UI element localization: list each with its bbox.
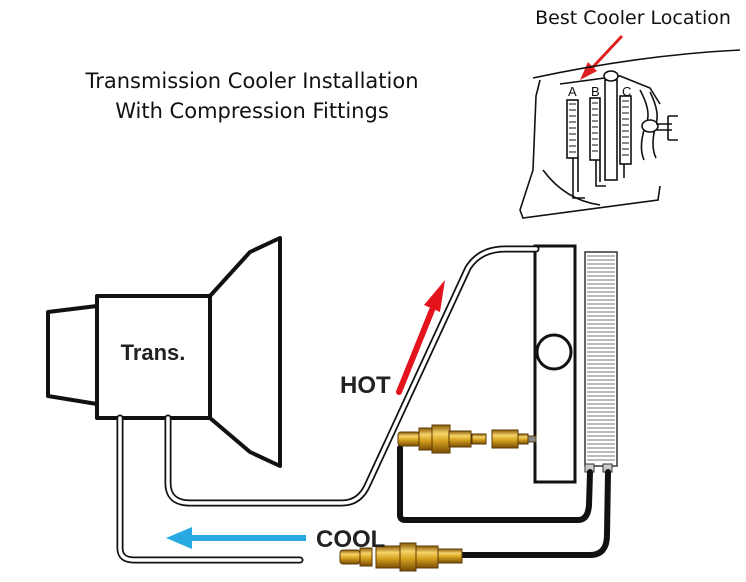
title-line-1: Transmission Cooler Installation: [84, 69, 418, 93]
radiator: [533, 244, 577, 484]
best-location-callout: Best Cooler Location: [535, 7, 731, 29]
position-label-a: A: [568, 84, 577, 99]
position-label-c: C: [622, 84, 631, 99]
transmission-cooler: [584, 251, 618, 473]
hot-side-fitting: [397, 424, 537, 454]
cool-flow-arrow: [166, 527, 306, 549]
cooler-hoses: [397, 445, 611, 558]
transmission-label: Trans.: [121, 340, 186, 365]
transmission: [46, 236, 282, 468]
title-line-2: With Compression Fittings: [115, 99, 389, 123]
position-label-b: B: [591, 84, 600, 99]
callout-arrow: [580, 34, 624, 80]
cool-side-fitting: [339, 542, 463, 572]
cool-label: COOL: [316, 526, 385, 553]
hot-flow-arrow: [396, 280, 445, 395]
hot-label: HOT: [340, 372, 391, 399]
vehicle-inset: [519, 49, 741, 219]
